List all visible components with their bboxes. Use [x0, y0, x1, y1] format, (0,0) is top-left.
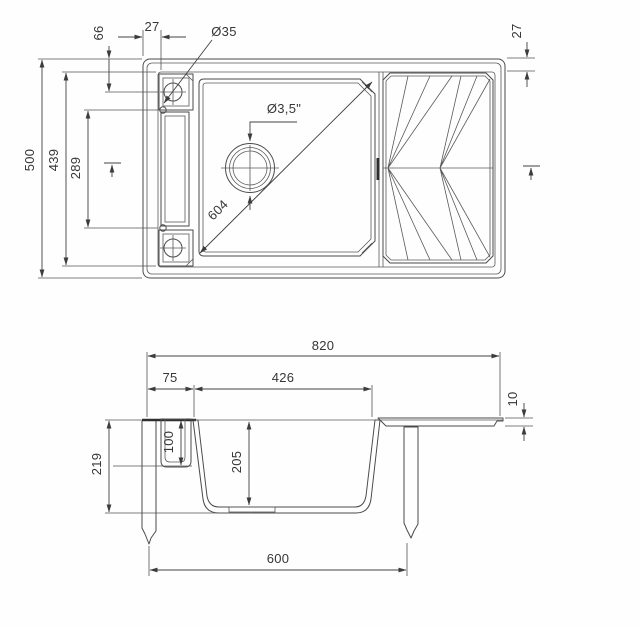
cabinet-wall-right — [403, 426, 419, 539]
magnetic-strip — [160, 111, 190, 227]
dim-strip-length: 289 — [68, 109, 158, 229]
dim-channel-depth: 100 — [113, 420, 192, 467]
dim-label-66: 66 — [91, 25, 106, 40]
corner-dot-top — [159, 106, 167, 114]
dim-overall-width: 820 — [146, 338, 501, 417]
dim-label-600: 600 — [267, 551, 290, 566]
dim-label-100: 100 — [161, 431, 176, 454]
divider-magnet-mark — [376, 158, 380, 180]
drainboard-grooves-left-fan — [387, 75, 453, 261]
dim-label-205: 205 — [229, 451, 244, 474]
dim-label-604: 604 — [205, 197, 232, 224]
drain-recess-section — [228, 506, 276, 513]
tap-square-top-chamfer — [185, 73, 194, 82]
bowl-section — [192, 419, 381, 514]
dim-recess-height: 439 — [46, 71, 156, 267]
sink-outer-edge — [142, 58, 506, 279]
level-marker-right — [523, 165, 540, 180]
drainboard-slab-section — [377, 417, 504, 427]
dim-left-ledge: 75 — [147, 370, 195, 417]
bowl-corner-ticks — [361, 81, 373, 254]
dim-label-75: 75 — [162, 370, 177, 385]
drainboard — [376, 72, 494, 267]
tap-square-top — [158, 73, 194, 111]
dim-overall-height: 500 — [22, 58, 142, 279]
label-tap-diameter: Ø35 — [211, 24, 236, 39]
dim-drainboard-offset: 27 — [507, 23, 535, 87]
tap-hole-top-crosshair — [160, 79, 186, 105]
dim-tap-offset-vertical: 66 — [91, 25, 158, 93]
tap-hole-bottom-crosshair — [160, 235, 186, 261]
bowl-outer-edge — [198, 78, 376, 257]
magnetic-strip-bevel — [164, 115, 186, 223]
dim-bowl-depth: 205 — [229, 421, 252, 506]
corner-dot-bottom — [159, 224, 167, 232]
label-drain-diameter: Ø3,5" — [267, 101, 301, 116]
dim-total-depth: 219 — [89, 419, 253, 514]
dim-label-27-top: 27 — [144, 19, 159, 34]
divider-lines — [378, 72, 384, 267]
tap-hole-panel — [158, 73, 194, 267]
dim-label-426: 426 — [272, 370, 295, 385]
dim-label-500: 500 — [22, 149, 37, 172]
dim-tap-offset-horizontal: 27 — [118, 19, 186, 70]
sink-recess-edge — [157, 71, 496, 268]
drain — [221, 143, 279, 193]
section-view: 820 75 426 10 219 — [89, 338, 533, 576]
drainboard-outer — [382, 72, 494, 264]
top-view: 500 439 289 66 27 — [22, 19, 540, 279]
drainboard-grooves-right-fan — [439, 75, 491, 261]
dim-label-10: 10 — [505, 391, 520, 406]
dim-cabinet-width: 600 — [148, 543, 408, 576]
callout-tap-hole-diameter: Ø35 — [163, 24, 236, 104]
cabinet-wall-left — [141, 419, 157, 545]
sink-rim-inner-edge — [146, 62, 502, 275]
callout-drain-diameter: Ø3,5" — [247, 101, 301, 210]
level-marker-left — [104, 162, 121, 177]
tap-square-bottom — [158, 229, 194, 267]
tap-square-bottom-chamfer — [185, 258, 194, 267]
drain-crosshair — [221, 145, 279, 191]
dim-label-439: 439 — [46, 149, 61, 172]
dim-label-219: 219 — [89, 453, 104, 476]
dim-rim-thickness: 10 — [505, 391, 533, 441]
dim-label-820: 820 — [312, 338, 335, 353]
dim-bowl-top-width: 426 — [194, 370, 373, 417]
dim-label-27-right: 27 — [509, 23, 524, 38]
dim-label-289: 289 — [68, 157, 83, 180]
drainboard-inner — [385, 75, 491, 261]
